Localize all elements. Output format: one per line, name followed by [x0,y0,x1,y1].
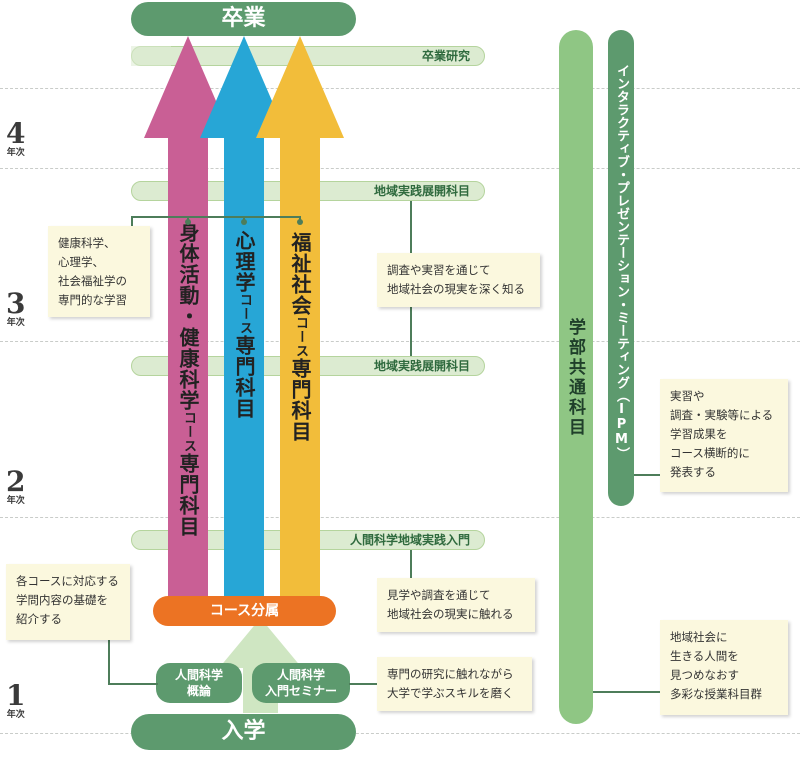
welfare-course-arrow [256,36,344,603]
year-divider [0,88,800,89]
body-course-arrow [144,36,232,603]
connector-line [349,683,377,685]
connector-line [593,691,661,693]
note-study-skills: 専門の研究に触れながら大学で学ぶスキルを磨く [377,657,532,711]
connector-line [131,216,133,228]
connector-line [108,640,110,684]
ipm-column [608,30,634,506]
overview-pill: 人間科学概論 [156,663,242,703]
connector-line [410,201,412,253]
connector-line [634,474,660,476]
note-regional-deep: 調査や実習を通じて地域社会の現実を深く知る [377,253,540,307]
connector-line [108,683,158,685]
welfare-course-label: 福祉社会コース専門科目 [288,232,312,442]
seminar-pill: 人間科学入門セミナー [252,663,350,703]
common-subjects-column [559,30,593,724]
note-course-basics: 各コースに対応する学問内容の基礎を紹介する [6,564,130,640]
connector-line [187,216,189,221]
connector-dot [297,219,303,225]
connector-dot [241,219,247,225]
connector-line [410,306,412,356]
connector-line [243,216,245,221]
psych-course-arrow [200,36,288,603]
connector-dot [185,219,191,225]
year-divider [0,341,800,342]
course-assignment-pill: コース分属 [153,596,336,626]
connector-line [299,216,301,221]
note-common-subjects: 地域社会に生きる人間を見つめなおす多彩な授業科目群 [660,620,788,715]
note-intro-practice: 見学や調査を通じて地域社会の現実に触れる [377,578,535,632]
note-specialized-study: 健康科学、心理学、社会福祉学の専門的な学習 [48,226,150,317]
body-course-label: 身体活動・健康科学コース専門科目 [176,222,200,537]
ipm-label: インタラクティブ・プレゼンテーション・ミーティング（IPM） [614,64,629,460]
connector-line [131,216,301,218]
year-divider [0,733,800,734]
common-subjects-label: 学部共通科目 [565,318,585,438]
year-divider [0,517,800,518]
connector-line [410,550,412,578]
psych-course-label: 心理学コース専門科目 [232,230,256,419]
note-ipm: 実習や調査・実験等による学習成果をコース横断的に発表する [660,379,788,492]
year-divider [0,168,800,169]
graduation-pill: 卒業 [131,2,356,36]
admission-pill: 入学 [131,714,356,750]
